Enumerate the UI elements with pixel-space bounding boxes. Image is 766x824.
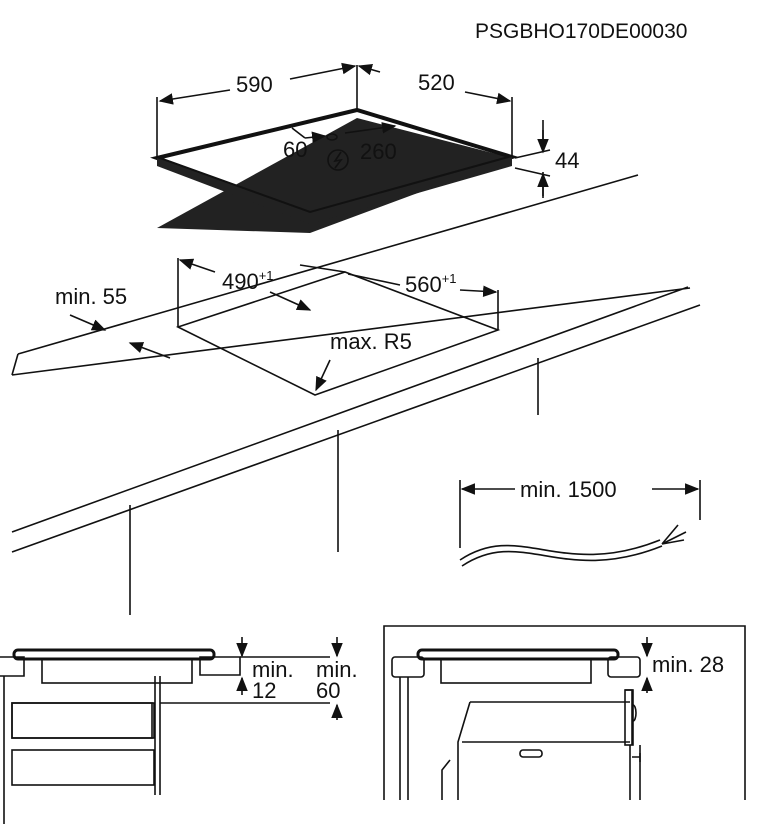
height-dimension — [514, 120, 551, 198]
gap-label-1: min. — [252, 657, 294, 682]
gap-value-1: 12 — [252, 678, 276, 703]
lightning-icon — [327, 149, 349, 171]
hob-width: 590 — [236, 72, 273, 97]
install-left-drawing — [0, 637, 343, 824]
hob-depth: 520 — [418, 70, 455, 95]
model-code: PSGBHO170DE00030 — [475, 20, 687, 43]
gap-right: min. 28 — [652, 652, 724, 677]
cutout-width: 490+1 — [222, 268, 274, 294]
cable-length: min. 1500 — [520, 477, 617, 502]
connection-left: 60 — [283, 137, 307, 162]
cutout-depth: 560+1 — [405, 271, 457, 297]
gap-label-2: min. — [316, 657, 358, 682]
countertop — [11, 174, 701, 615]
hob-height: 44 — [555, 148, 579, 173]
gap-value-2: 60 — [316, 678, 340, 703]
hob-drawing — [150, 62, 520, 233]
install-right-drawing — [383, 625, 746, 800]
edge-distance: min. 55 — [55, 284, 127, 309]
cable-drawing — [459, 480, 701, 567]
corner-radius: max. R5 — [330, 329, 412, 354]
connection-right: 260 — [360, 139, 397, 164]
